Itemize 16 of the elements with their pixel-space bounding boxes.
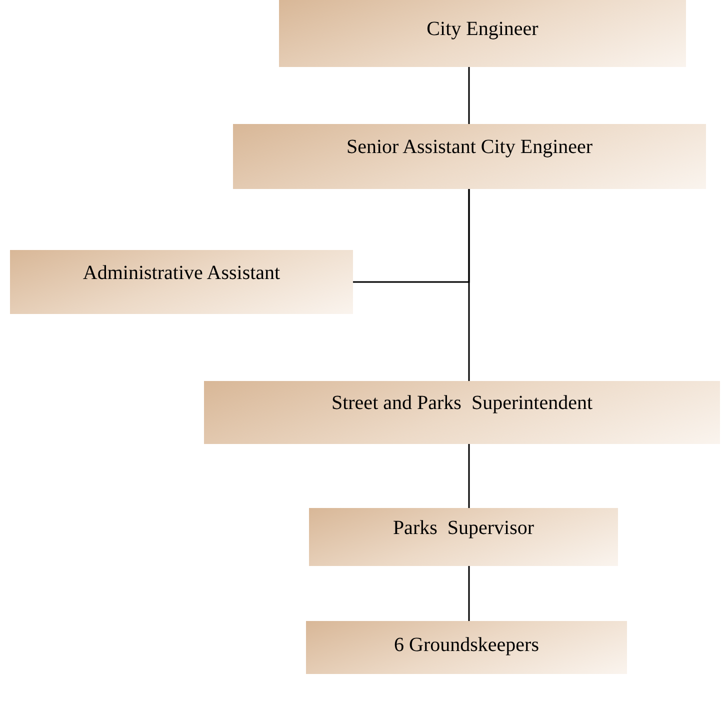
position-title: Senior Assistant City Engineer — [346, 136, 593, 158]
connector-line — [468, 566, 470, 621]
position-title: City Engineer — [426, 18, 538, 40]
position-box — [309, 508, 618, 566]
position-title: 6 Groundskeepers — [394, 634, 539, 656]
position-box — [279, 0, 686, 67]
position-box — [306, 621, 627, 674]
connector-line — [468, 189, 470, 381]
position-box — [10, 250, 353, 314]
position-box — [204, 381, 720, 444]
connector-line — [468, 67, 470, 124]
position-title: Administrative Assistant — [82, 262, 280, 284]
position-title: Parks Supervisor — [392, 517, 534, 539]
position-box — [233, 124, 706, 189]
position-title: Street and Parks Superintendent — [331, 392, 593, 414]
connector-line — [468, 444, 470, 508]
